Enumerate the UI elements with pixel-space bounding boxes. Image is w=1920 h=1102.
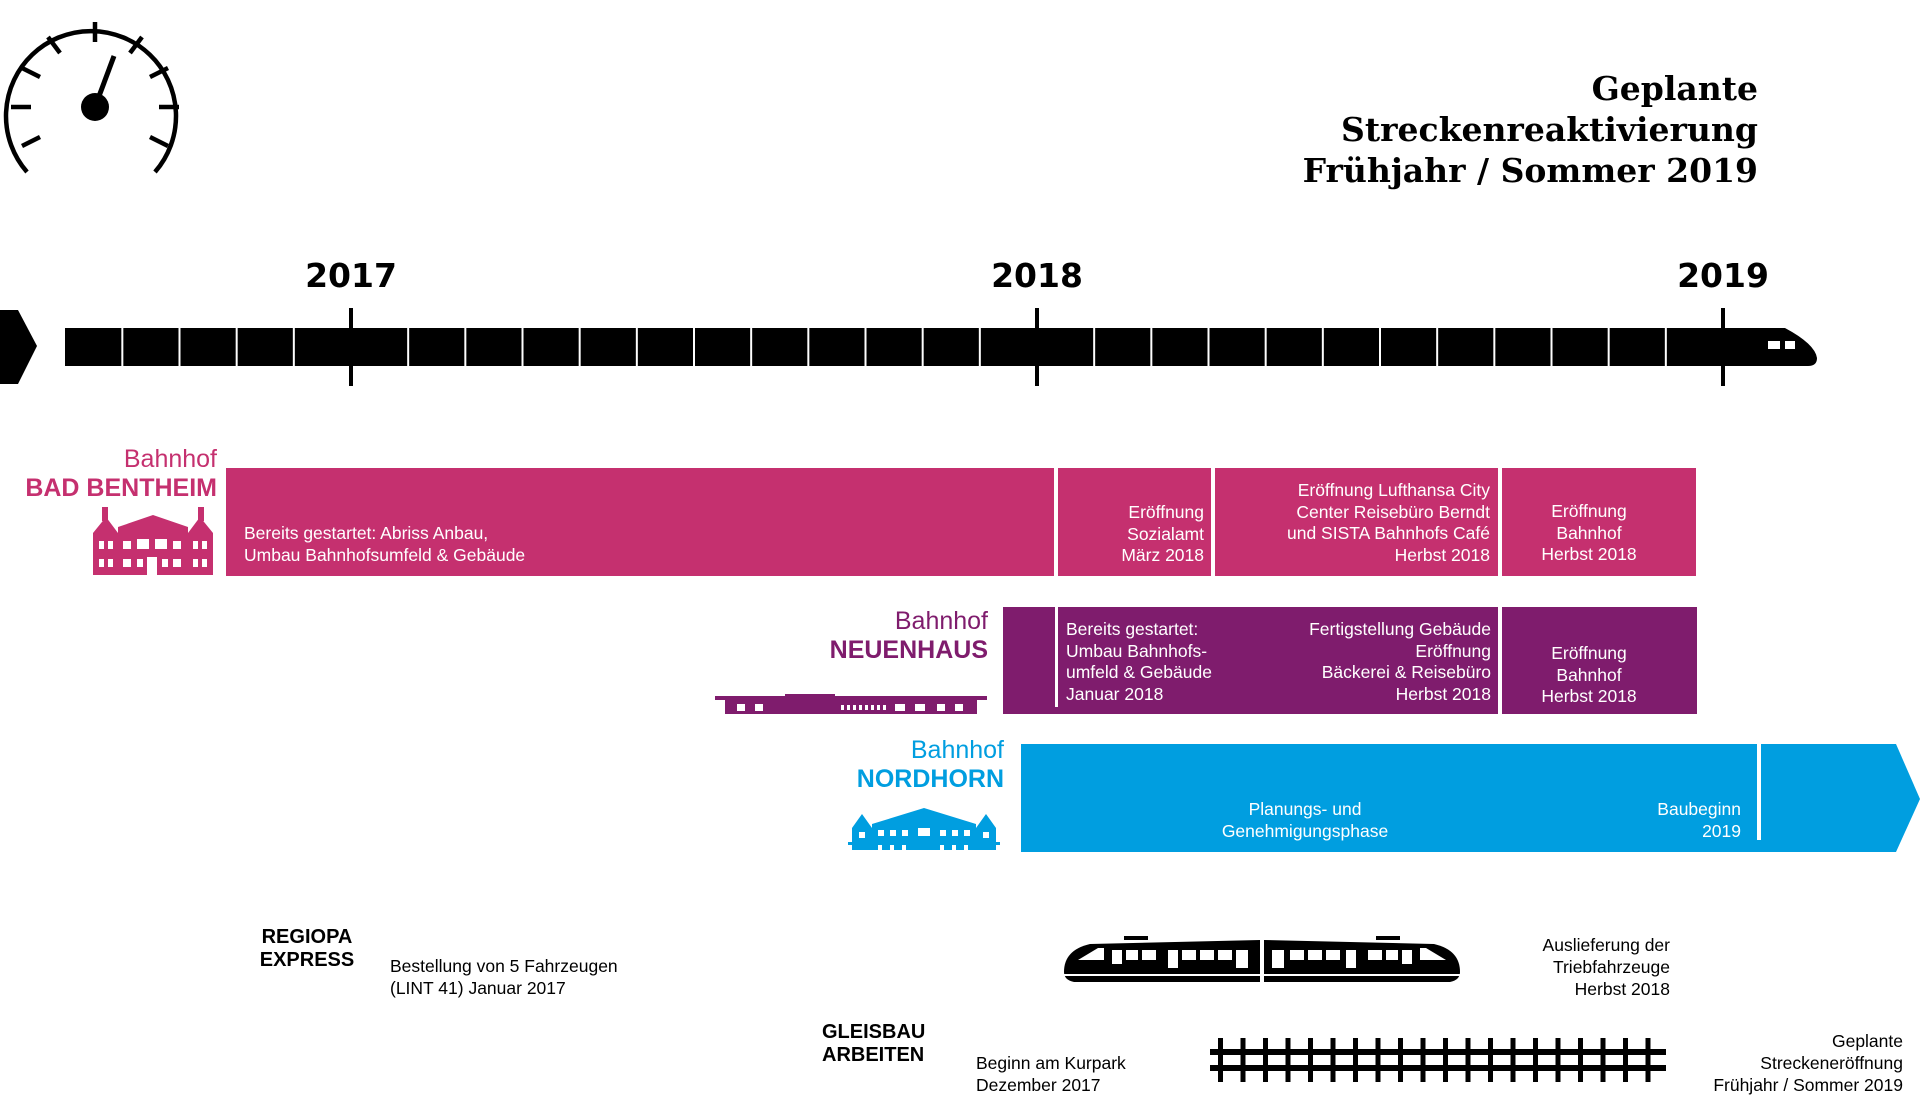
regio-delivery-note: Auslieferung der Triebfahrzeuge Herbst 2… bbox=[1542, 935, 1670, 999]
year-label-2018: 2018 bbox=[991, 256, 1083, 295]
bentheim-segment-4: Eröffnung Bahnhof Herbst 2018 bbox=[1541, 501, 1637, 564]
title-line-3: Frühjahr / Sommer 2019 bbox=[1302, 151, 1758, 190]
track-sleeper bbox=[1330, 1038, 1336, 1082]
segment-divider bbox=[1055, 607, 1058, 707]
track-sleeper bbox=[1555, 1038, 1561, 1082]
segment-divider bbox=[1498, 468, 1502, 576]
timeline-bar bbox=[65, 328, 1765, 366]
title-line-2: Streckenreaktivierung bbox=[1341, 110, 1758, 149]
station-prefix: Bahnhof bbox=[123, 445, 217, 473]
bentheim-segment-1: Bereits gestartet: Abriss Anbau, Umbau B… bbox=[244, 523, 526, 565]
track-sleeper bbox=[1263, 1038, 1268, 1082]
station-label-neuenhaus: Bahnhof NEUENHAUS bbox=[830, 607, 988, 665]
neuenhaus-segment-2: Fertigstellung Gebäude Eröffnung Bäckere… bbox=[1309, 619, 1491, 704]
train-icon bbox=[1064, 936, 1460, 982]
year-label-2017: 2017 bbox=[305, 256, 397, 295]
bentheim-segment-3: Eröffnung Lufthansa City Center Reisebür… bbox=[1286, 480, 1490, 565]
track-sleeper bbox=[1488, 1038, 1493, 1082]
track-sleeper bbox=[1533, 1038, 1538, 1082]
nordhorn-segment-2: Baubeginn 2019 bbox=[1657, 799, 1741, 841]
station-name: NEUENHAUS bbox=[829, 636, 988, 664]
regio-heading: REGIOPA EXPRESS bbox=[259, 926, 355, 971]
regio-order-note: Bestellung von 5 Fahrzeugen (LINT 41) Ja… bbox=[390, 956, 618, 998]
track-sleeper bbox=[1375, 1038, 1381, 1082]
station-prefix: Bahnhof bbox=[894, 607, 988, 635]
gleisbau-heading: GLEISBAU ARBEITEN bbox=[822, 1021, 926, 1066]
neuenhaus-station-icon bbox=[715, 694, 987, 714]
station-prefix: Bahnhof bbox=[910, 736, 1004, 764]
neuenhaus-segment-3: Eröffnung Bahnhof Herbst 2018 bbox=[1541, 643, 1637, 706]
gleisbau-opening-note: Geplante Streckeneröffnung Frühjahr / So… bbox=[1713, 1031, 1903, 1095]
nordhorn-station-icon bbox=[848, 808, 1000, 850]
segment-divider bbox=[1211, 468, 1215, 576]
track-sleeper bbox=[1600, 1038, 1606, 1082]
track-sleeper bbox=[1353, 1038, 1358, 1082]
segment-divider bbox=[1054, 468, 1058, 576]
neuenhaus-segment-1: Bereits gestartet: Umbau Bahnhofs- umfel… bbox=[1066, 619, 1212, 704]
station-label-bentheim: Bahnhof BAD BENTHEIM bbox=[25, 445, 217, 503]
bentheim-bar: Bereits gestartet: Abriss Anbau, Umbau B… bbox=[226, 468, 1696, 576]
page-title: Geplante Streckenreaktivierung Frühjahr … bbox=[1303, 68, 1758, 191]
track-sleeper bbox=[1443, 1038, 1448, 1082]
track-sleeper bbox=[1623, 1038, 1628, 1082]
segment-divider bbox=[1757, 744, 1761, 840]
timeline-start-arrow bbox=[0, 310, 37, 384]
speedometer-icon bbox=[3, 22, 179, 174]
track-sleeper bbox=[1398, 1038, 1403, 1082]
title-line-1: Geplante bbox=[1591, 69, 1758, 108]
track-sleeper bbox=[1578, 1038, 1583, 1082]
station-name: NORDHORN bbox=[856, 765, 1004, 793]
track-sleeper bbox=[1240, 1038, 1246, 1082]
timeline-track bbox=[0, 308, 1817, 386]
station-name: BAD BENTHEIM bbox=[25, 474, 217, 502]
bentheim-station-icon bbox=[93, 507, 213, 575]
track-sleeper bbox=[1308, 1038, 1313, 1082]
station-label-nordhorn: Bahnhof NORDHORN bbox=[857, 736, 1004, 794]
track-sleeper bbox=[1645, 1038, 1651, 1082]
segment-divider bbox=[1498, 607, 1502, 714]
track-sleeper bbox=[1510, 1038, 1516, 1082]
nordhorn-bar bbox=[1021, 744, 1920, 852]
track-sleeper bbox=[1218, 1038, 1223, 1082]
track-sleeper bbox=[1420, 1038, 1426, 1082]
track-sleeper bbox=[1285, 1038, 1291, 1082]
gleisbau-start-note: Beginn am Kurpark Dezember 2017 bbox=[976, 1053, 1126, 1095]
bentheim-segment-2: Eröffnung Sozialamt März 2018 bbox=[1121, 502, 1204, 565]
railway-track-icon bbox=[1210, 1038, 1666, 1082]
nordhorn-segment-1: Planungs- und Genehmigungsphase bbox=[1221, 799, 1389, 841]
track-sleeper bbox=[1465, 1038, 1471, 1082]
year-label-2019: 2019 bbox=[1677, 256, 1769, 295]
neuenhaus-bar: Bereits gestartet: Umbau Bahnhofs- umfel… bbox=[1003, 607, 1697, 714]
